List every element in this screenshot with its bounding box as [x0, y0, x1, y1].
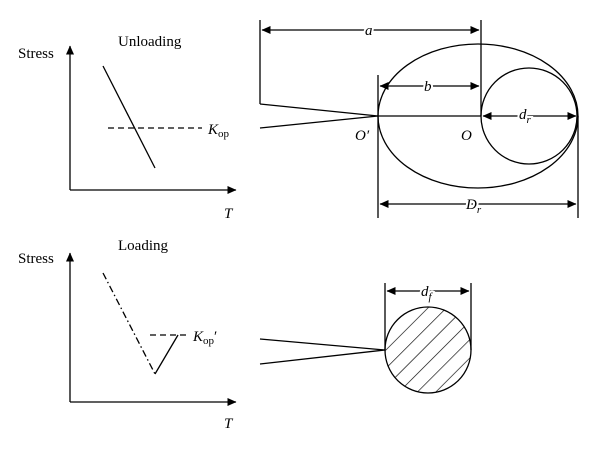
kop-label: Kop [207, 122, 230, 140]
dim-a-label: a [365, 23, 373, 39]
y-axis-label: Stress [18, 251, 54, 267]
unloading-curve [102, 65, 156, 169]
point-o-prime-label: O′ [355, 128, 370, 144]
dim-b-label: b [424, 79, 432, 95]
graph-title: Loading [118, 238, 168, 254]
kop-prime-label: Kop′ [192, 329, 217, 347]
x-axis-label: T [224, 206, 234, 222]
dim-dr-label: dr [519, 107, 532, 126]
loading-reload-curve [154, 334, 179, 375]
crack-face-upper [259, 103, 379, 117]
loading-graph: Stress Loading Kop′ T [18, 238, 237, 432]
point-o-label: O [461, 128, 472, 144]
crack-face-lower [259, 115, 379, 129]
crack-tip-circle-diagram: df [259, 282, 472, 394]
dim-Dr-label: Dr [465, 197, 482, 216]
crack-tip-ellipse-diagram: a b dr Dr O′ O [259, 20, 579, 218]
dim-df-label: df [421, 284, 434, 303]
loading-dashdot-curve [102, 272, 156, 375]
crack-face-lower [259, 349, 386, 365]
graph-title: Unloading [118, 34, 182, 50]
y-axis-label: Stress [18, 46, 54, 62]
x-axis-label: T [224, 416, 234, 432]
crack-face-upper [259, 338, 386, 351]
unloading-graph: Stress Unloading Kop T [18, 34, 237, 222]
hatched-fill [385, 307, 471, 393]
